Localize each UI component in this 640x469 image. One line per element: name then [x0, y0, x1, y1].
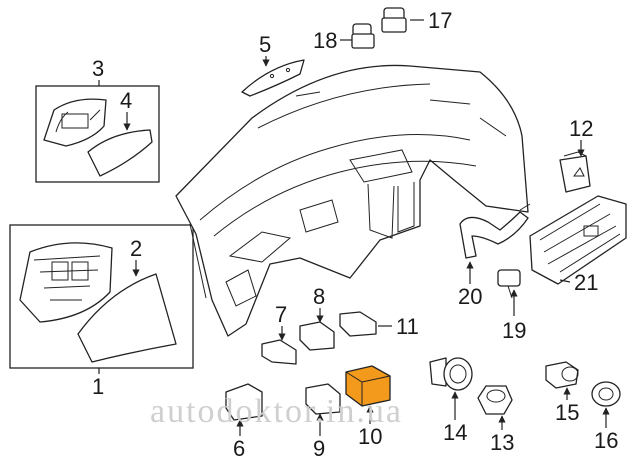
combination-meter: [43, 98, 107, 147]
part-number-17: 17: [428, 8, 452, 33]
switch-8: [299, 321, 335, 351]
control-panel-21: [529, 195, 627, 285]
duct-hose-20: [459, 203, 531, 259]
meter-lens: [87, 129, 153, 177]
part-number-6: 6: [233, 436, 245, 461]
instrument-panel: [175, 64, 529, 337]
vent-grille: [241, 59, 305, 97]
part-number-11: 11: [396, 314, 419, 339]
part-number-1: 1: [92, 374, 104, 399]
part-number-8: 8: [313, 284, 325, 309]
part-number-13: 13: [490, 430, 514, 455]
cluster-housing: [19, 242, 113, 323]
cluster-group-box: [9, 224, 194, 369]
switch-11: [339, 311, 377, 337]
part-number-12: 12: [569, 116, 593, 141]
sensor-19: [497, 269, 521, 299]
part-number-15: 15: [555, 400, 579, 425]
part-number-21: 21: [574, 270, 598, 295]
part-number-18: 18: [313, 28, 337, 53]
switch-10-highlighted: [345, 365, 391, 407]
leader-lines: [98, 19, 610, 436]
switch-17: [381, 7, 407, 33]
bracket-6: [225, 383, 263, 421]
knob-13: [477, 385, 513, 415]
socket-16: [591, 381, 621, 407]
switch-12: [559, 151, 591, 193]
part-number-19: 19: [502, 318, 526, 343]
part-number-16: 16: [594, 428, 618, 453]
cluster-lens: [77, 273, 177, 363]
switch-18: [351, 23, 375, 49]
part-number-3: 3: [92, 56, 104, 81]
part-number-14: 14: [443, 420, 467, 445]
part-number-2: 2: [130, 236, 142, 261]
part-number-5: 5: [259, 32, 271, 57]
switch-9: [305, 383, 341, 415]
part-number-7: 7: [275, 302, 287, 327]
part-number-9: 9: [313, 436, 325, 461]
part-number-4: 4: [120, 88, 132, 113]
socket-15: [545, 361, 579, 389]
switch-7: [261, 339, 297, 365]
ignition-switch-14: [429, 357, 473, 391]
part-number-20: 20: [458, 284, 482, 309]
meter-group-box: [35, 85, 160, 183]
part-number-10: 10: [358, 424, 382, 449]
watermark-text: autodoktor.in.ua: [150, 393, 403, 430]
